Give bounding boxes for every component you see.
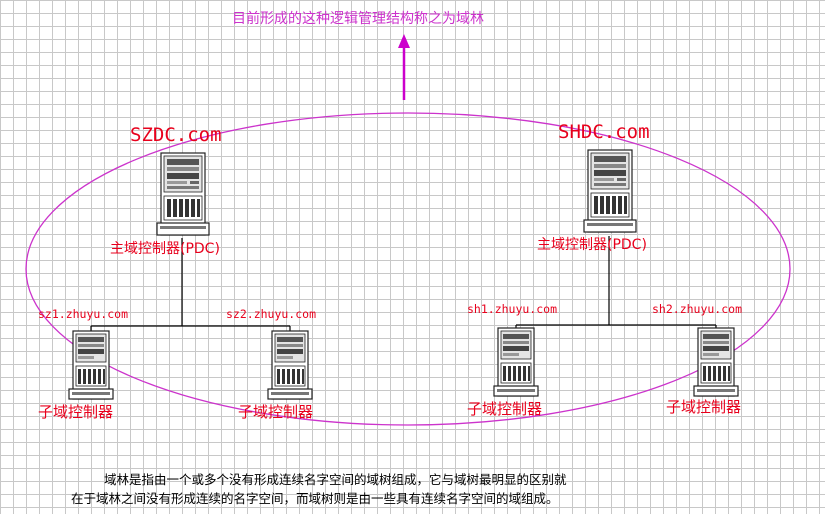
description-line-2: 在于域林之间没有形成连续的名字空间，而域树则是由一些具有连续名字空间的域组成。 <box>71 491 559 506</box>
child-server-sz2-icon <box>267 330 313 400</box>
arrow-up-icon <box>398 34 410 100</box>
diagram-title: 目前形成的这种逻辑管理结构称之为域林 <box>232 11 484 27</box>
child-role-sh2: 子域控制器 <box>666 398 742 416</box>
domain-name-shdc: SHDC.com <box>558 121 650 143</box>
root-role-shdc: 主域控制器(PDC) <box>537 237 647 253</box>
child-domain-sh1: sh1.zhuyu.com <box>467 302 558 316</box>
root-server-szdc-icon <box>156 152 210 236</box>
description-line-1: 域林是指由一个或多个没有形成连续名字空间的域树组成，它与域树最明显的区别就 <box>104 472 567 487</box>
child-role-sz1: 子域控制器 <box>38 403 114 421</box>
child-server-sz1-icon <box>68 330 114 400</box>
domain-name-szdc: SZDC.com <box>130 124 222 146</box>
root-role-szdc: 主域控制器(PDC) <box>110 241 220 257</box>
root-server-shdc-icon <box>583 149 637 233</box>
child-role-sh1: 子域控制器 <box>467 400 543 418</box>
child-server-sh1-icon <box>493 327 539 397</box>
child-server-sh2-icon <box>693 327 739 397</box>
child-role-sz2: 子域控制器 <box>238 403 314 421</box>
child-domain-sh2: sh2.zhuyu.com <box>652 302 743 316</box>
child-domain-sz1: sz1.zhuyu.com <box>38 307 129 321</box>
child-domain-sz2: sz2.zhuyu.com <box>226 307 317 321</box>
forest-boundary-ellipse <box>25 112 791 426</box>
